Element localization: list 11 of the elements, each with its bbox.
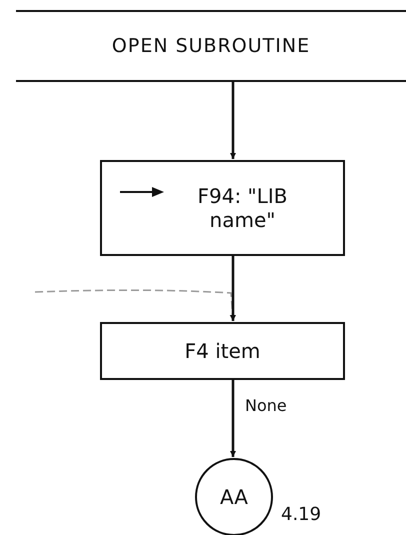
node-label: AA xyxy=(220,485,248,509)
process-box xyxy=(100,160,345,256)
title-band xyxy=(16,10,406,82)
arrow xyxy=(230,82,236,159)
arrow xyxy=(230,380,236,457)
node-label: OPEN SUBROUTINE xyxy=(112,35,310,57)
reference-number: 4.19 xyxy=(281,504,322,525)
arrow xyxy=(230,256,236,321)
node-label: F94: "LIB name" xyxy=(196,184,288,232)
node-label: F4 item xyxy=(184,339,260,363)
process-box xyxy=(100,322,345,380)
